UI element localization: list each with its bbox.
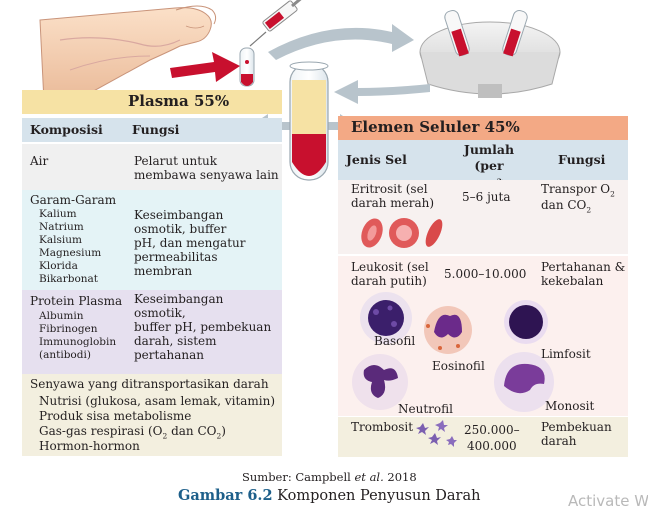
figure-caption: Gambar 6.2 Komponen Penyusun Darah	[178, 487, 481, 504]
figure-label: Gambar 6.2	[178, 487, 273, 504]
transported-item: Hormon-hormon	[39, 439, 140, 453]
water-label: Air	[30, 154, 49, 168]
cellular-row-erythrocyte: Eritrosit (sel darah merah) 5–6 juta Tra…	[338, 180, 628, 254]
column-header-function: Fungsi	[558, 152, 606, 167]
salt-item: Magnesium	[39, 247, 102, 259]
transported-label: Senyawa yang ditransportasikan darah	[30, 377, 269, 391]
monocyte-label: Monosit	[545, 399, 595, 413]
platelet-name: Trombosit	[351, 420, 414, 434]
grey-arrow-icon	[268, 24, 414, 60]
leukocyte-function-line: Pertahanan &	[541, 260, 626, 274]
salts-function-line: osmotik, buffer	[134, 222, 227, 236]
syringe-illustration	[249, 0, 302, 47]
plasma-row-transported: Senyawa yang ditransportasikan darah Nut…	[22, 374, 282, 456]
leukocyte-name-line: darah putih)	[351, 274, 427, 288]
erythrocyte-name-line: darah merah)	[351, 196, 435, 210]
centrifuge-illustration	[419, 10, 561, 98]
red-blood-cells-illustration	[361, 218, 443, 248]
platelet-function-line: Pembekuan	[541, 420, 612, 434]
water-function-line: Pelarut untuk	[134, 154, 218, 168]
proteins-function-line: darah, sistem	[134, 334, 217, 348]
eosinophil-label: Eosinofil	[432, 359, 485, 373]
water-function-line: membawa senyawa lain	[134, 168, 279, 182]
salt-item: Klorida	[39, 260, 78, 272]
transported-item: Nutrisi (glukosa, asam lemak, vitamin)	[39, 394, 276, 408]
plasma-table-header: Komposisi Fungsi	[22, 118, 282, 142]
salt-item: Kalium	[39, 208, 77, 220]
neutrophil-cell-illustration	[352, 354, 408, 410]
erythrocyte-count: 5–6 juta	[462, 190, 511, 204]
column-header-composition: Komposisi	[30, 122, 103, 137]
erythrocyte-function-line: Transpor O2	[541, 182, 615, 199]
basophil-label: Basofil	[374, 334, 416, 348]
protein-item: Fibrinogen	[39, 323, 98, 335]
platelet-count-line: 250.000–	[464, 423, 520, 437]
salts-function-line: permeabilitas	[134, 250, 218, 264]
eosinophil-cell-illustration	[424, 306, 472, 354]
platelet-count-line: 400.000	[467, 439, 517, 453]
salts-function-line: Keseimbangan	[134, 208, 224, 222]
salts-function-line: membran	[134, 264, 193, 278]
salts-function-line: pH, dan mengatur	[134, 236, 246, 250]
proteins-function-line: osmotik,	[134, 306, 186, 320]
monocyte-cell-illustration	[494, 352, 554, 412]
column-header-function: Fungsi	[132, 122, 180, 137]
plasma-row-water: Air Pelarut untuk membawa senyawa lain	[22, 144, 282, 190]
erythrocyte-function-line: dan CO2	[541, 198, 592, 215]
sample-tube-illustration	[239, 47, 255, 87]
red-arrow-icon	[170, 52, 240, 82]
grey-arrow-icon	[334, 80, 430, 104]
plasma-title-bar: Plasma 55%	[22, 90, 282, 114]
transported-item: Produk sisa metabolisme	[39, 409, 192, 423]
salt-item: Natrium	[39, 221, 84, 233]
protein-item: Immunoglobin	[39, 336, 117, 348]
plasma-row-salts: Garam-Garam Kalium Natrium Kalsium Magne…	[22, 190, 282, 290]
transported-item-gases: Gas-gas respirasi (O2 dan CO2)	[39, 424, 226, 441]
cellular-title: Elemen Seluler 45%	[351, 118, 520, 136]
cellular-title-bar: Elemen Seluler 45%	[338, 116, 628, 140]
salt-item: Bikarbonat	[39, 273, 99, 285]
activation-watermark: Activate W	[568, 492, 648, 510]
plasma-row-proteins: Protein Plasma Albumin Fibrinogen Immuno…	[22, 290, 282, 374]
neutrophil-label: Neutrofil	[398, 402, 453, 416]
salts-label: Garam-Garam	[30, 193, 117, 207]
proteins-function-line: buffer pH, pembekuan	[134, 320, 272, 334]
basophil-cell-illustration	[360, 292, 412, 344]
protein-item: (antibodi)	[39, 349, 91, 361]
protein-item: Albumin	[39, 310, 84, 322]
cellular-table-header: Jenis Sel Jumlah(per mm3) Fungsi	[338, 140, 628, 192]
separated-blood-tube-illustration	[289, 61, 329, 181]
lymphocyte-label: Limfosit	[541, 347, 591, 361]
proteins-function-line: Keseimbangan	[134, 292, 224, 306]
white-blood-cells-illustration	[352, 292, 554, 412]
column-header-cell-type: Jenis Sel	[346, 152, 407, 167]
proteins-label: Protein Plasma	[30, 294, 123, 308]
figure-source: Sumber: Campbell et al. 2018	[242, 470, 417, 484]
leukocyte-function-line: kekebalan	[541, 274, 604, 288]
cellular-row-platelet: Trombosit 250.000– 400.000 Pembekuan dar…	[338, 417, 628, 457]
leukocyte-count: 5.000–10.000	[444, 267, 527, 281]
plasma-title: Plasma 55%	[128, 92, 230, 110]
cellular-row-leukocyte: Leukosit (sel darah putih) 5.000–10.000 …	[338, 256, 628, 416]
lymphocyte-cell-illustration	[504, 300, 548, 344]
platelets-illustration	[416, 420, 457, 447]
leukocyte-name-line: Leukosit (sel	[351, 260, 429, 274]
platelet-function-line: darah	[541, 434, 577, 448]
erythrocyte-name-line: Eritrosit (sel	[351, 182, 428, 196]
salt-item: Kalsium	[39, 234, 82, 246]
proteins-function-line: pertahanan	[134, 348, 204, 362]
